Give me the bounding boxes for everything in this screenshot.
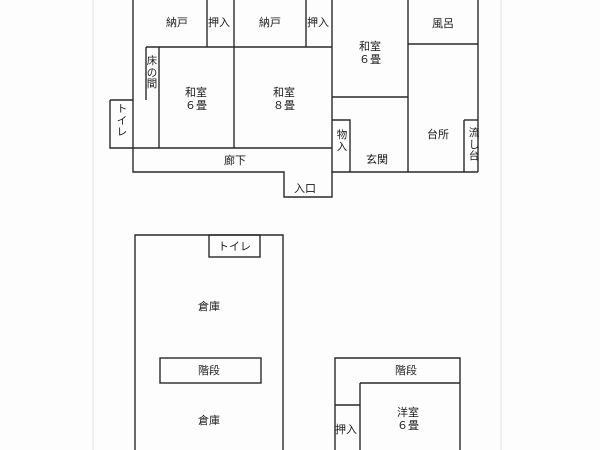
room-label-rouka: 廊下 [224,154,246,167]
room-label-nando-center: 納戸 [259,16,281,29]
room-label-nagashidai: 流し台 [468,127,480,162]
storage-toilet-box [208,234,261,258]
room-label-oshiire-right: 押入 [307,16,329,29]
room-label-oshiire-top: 押入 [208,16,230,29]
outer-wall-bottom [110,99,345,198]
right-outer-wall [334,357,461,450]
stair-box-left [159,357,262,384]
room-label-toilet: トイレ [116,103,128,138]
room-label-storage-toilet: トイレ [218,240,251,253]
toilet-wall [109,100,133,149]
monoire-wall [332,119,351,172]
paper-margin-left [92,0,94,450]
room-label-souko-upper: 倉庫 [198,300,220,313]
paper-margin-right [500,0,502,450]
room-label-genkan: 玄関 [366,153,388,166]
right-building-walls [334,357,461,450]
room-label-oshiire-lower: 押入 [335,423,357,436]
room-label-tokonoma: 床の間 [146,55,158,90]
ground-floor-walls [109,0,479,198]
room-label-furo: 風呂 [432,17,454,30]
room-label-souko-lower: 倉庫 [198,414,220,427]
storage-building-walls [134,234,284,450]
room-label-monoire: 物入 [336,129,348,153]
room-label-nando-left: 納戸 [166,16,188,29]
room-label-daidokoro: 台所 [427,128,449,141]
room-label-kaidan-right: 階段 [395,364,417,377]
room-label-kaidan-left: 階段 [198,364,220,377]
room-label-iriguchi: 入口 [294,182,316,195]
